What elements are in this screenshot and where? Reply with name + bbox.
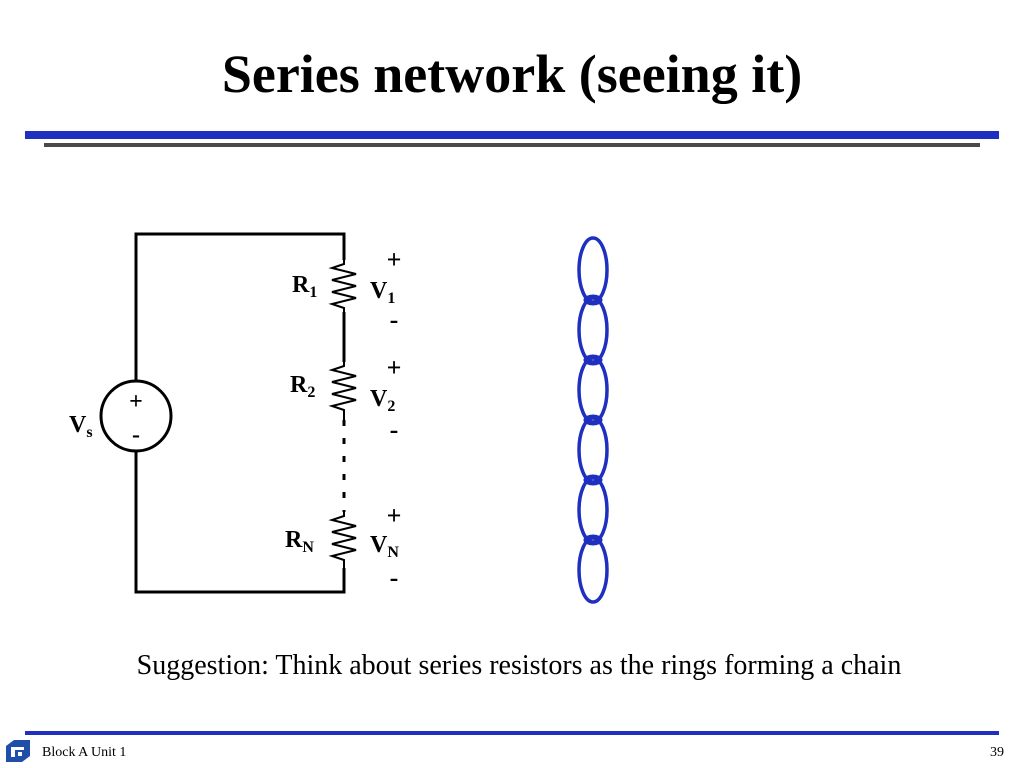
vn-plus: + (387, 501, 402, 530)
chain-ring (577, 356, 609, 424)
source-label: Vs (69, 412, 93, 441)
chain-ring (577, 416, 609, 484)
chain-link (583, 534, 603, 546)
chain-link (583, 354, 603, 366)
chain-link (583, 414, 603, 426)
logo-icon (6, 740, 30, 762)
voltage-source (99, 379, 173, 453)
v1-plus: + (387, 245, 402, 274)
v1-minus: - (390, 305, 399, 334)
chain-ring (577, 296, 609, 364)
title-rule-blue (25, 131, 999, 139)
rn-label: RN (285, 527, 314, 556)
vn-label: VN (370, 532, 399, 561)
source-plus: + (129, 389, 143, 415)
circuit-wires (134, 232, 346, 594)
source-minus: - (132, 422, 140, 448)
v2-plus: + (387, 353, 402, 382)
chain-ring (577, 476, 609, 544)
v2-minus: - (390, 415, 399, 444)
resistor-r1 (328, 260, 357, 312)
footer-rule (25, 731, 999, 735)
chain-link (583, 474, 603, 486)
footer-page-number: 39 (990, 745, 1004, 760)
chain-link (583, 294, 603, 306)
resistor-rn (328, 512, 357, 568)
slide-caption: Suggestion: Think about series resistors… (136, 650, 902, 681)
r2-label: R2 (290, 372, 315, 401)
resistor-r2 (328, 362, 357, 420)
chain-ring (577, 236, 609, 304)
v2-label: V2 (370, 386, 395, 415)
r1-label: R1 (292, 272, 317, 301)
title-rule-gray (44, 143, 980, 147)
chain-ring (577, 536, 609, 604)
v1-label: V1 (370, 278, 395, 307)
vn-minus: - (390, 563, 399, 592)
slide-title: Series network (seeing it) (221, 44, 803, 104)
footer-course-label: Block A Unit 1 (42, 745, 127, 760)
chain-rings (577, 236, 609, 604)
